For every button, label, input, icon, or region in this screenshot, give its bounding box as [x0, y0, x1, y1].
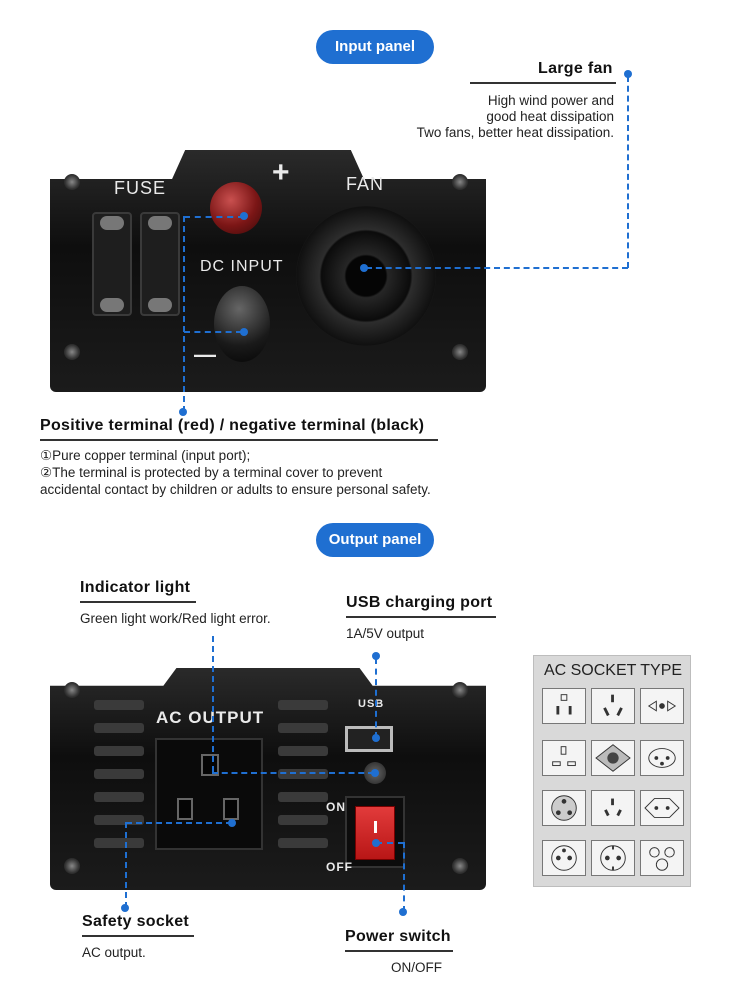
- ac-socket: [155, 738, 263, 850]
- screw-icon: [64, 174, 80, 190]
- socket-type-in-icon: [542, 790, 586, 826]
- indicator-desc: Green light work/Red light error.: [80, 611, 271, 626]
- fuse-holder: [92, 212, 132, 316]
- connector-dot: [372, 734, 380, 742]
- power-connector-v: [403, 842, 405, 912]
- plus-label: +: [272, 156, 291, 189]
- screw-icon: [452, 174, 468, 190]
- usb-label: USB: [358, 698, 385, 710]
- screw-icon: [64, 682, 80, 698]
- safety-underline: [82, 935, 194, 937]
- fuse-holder: [140, 212, 180, 316]
- connector-dot: [121, 904, 129, 912]
- large-fan-line-2: good heat dissipation: [486, 109, 614, 124]
- socket-type-us-icon: [542, 688, 586, 724]
- socket-type-eu-icon: [542, 840, 586, 876]
- large-fan-line-1: High wind power and: [487, 93, 614, 108]
- connector-dot: [228, 819, 236, 827]
- screw-icon: [452, 858, 468, 874]
- large-fan-underline: [470, 82, 616, 84]
- socket-type-cn-icon: [591, 790, 635, 826]
- large-fan-heading: Large fan: [538, 60, 613, 77]
- terminals-line-1: ①Pure copper terminal (input port);: [40, 448, 251, 463]
- indicator-connector-h: [212, 772, 374, 774]
- socket-type-za-icon: [640, 840, 684, 876]
- terminals-heading: Positive terminal (red) / negative termi…: [40, 417, 425, 434]
- socket-type-multi-icon: [591, 740, 635, 776]
- indicator-heading: Indicator light: [80, 579, 191, 596]
- connector-dot: [372, 652, 380, 660]
- socket-type-br-icon: [640, 740, 684, 776]
- positive-terminal: [210, 182, 262, 234]
- off-label: OFF: [326, 860, 353, 874]
- connector-dot: [179, 408, 187, 416]
- input-panel-pill: Input panel: [316, 30, 434, 64]
- terminal-connector-v: [183, 216, 185, 412]
- usb-heading: USB charging port: [346, 594, 493, 611]
- fan-icon: [296, 206, 436, 346]
- safety-heading: Safety socket: [82, 913, 190, 930]
- indicator-underline: [80, 601, 196, 603]
- power-underline: [345, 950, 453, 952]
- terminals-line-3: accidental contact by children or adults…: [40, 482, 431, 497]
- left-vents: [94, 700, 144, 861]
- safety-desc: AC output.: [82, 945, 146, 960]
- minus-label: —: [194, 342, 217, 367]
- socket-type-uk-icon: [542, 740, 586, 776]
- fan-label: FAN: [346, 174, 385, 194]
- safety-connector-v: [125, 822, 127, 908]
- screw-icon: [64, 858, 80, 874]
- indicator-connector-v: [212, 636, 214, 772]
- ac-socket-type-box: AC SOCKET TYPE: [533, 655, 691, 887]
- usb-underline: [346, 616, 496, 618]
- socket-type-schuko-icon: [591, 840, 635, 876]
- connector-dot: [399, 908, 407, 916]
- safety-connector-h: [126, 822, 232, 824]
- fuse-label: FUSE: [114, 178, 167, 198]
- terminals-underline: [40, 439, 438, 441]
- power-switch: [355, 806, 395, 860]
- dc-input-label: DC INPUT: [200, 258, 284, 275]
- terminal-connector-h: [184, 216, 244, 218]
- socket-type-ch-icon: [640, 790, 684, 826]
- screw-icon: [64, 344, 80, 360]
- negative-terminal: [214, 286, 270, 362]
- socket-type-au-icon: [591, 688, 635, 724]
- output-panel-pill: Output panel: [316, 523, 434, 557]
- ac-output-label: AC OUTPUT: [156, 708, 265, 727]
- middle-vents: [278, 700, 328, 861]
- connector-dot: [240, 212, 248, 220]
- connector-dot: [371, 769, 379, 777]
- power-desc: ON/OFF: [391, 960, 442, 975]
- connector-dot: [624, 70, 632, 78]
- power-connector-h: [376, 842, 404, 844]
- large-fan-line-3: Two fans, better heat dissipation.: [416, 125, 614, 140]
- usb-connector-v: [375, 658, 377, 738]
- usb-desc: 1A/5V output: [346, 626, 425, 641]
- socket-type-universal-icon: [640, 688, 684, 724]
- terminal-connector-h2: [184, 331, 242, 333]
- connector-dot: [240, 328, 248, 336]
- ac-socket-type-title: AC SOCKET TYPE: [543, 662, 683, 679]
- fan-connector-v: [627, 76, 629, 268]
- screw-icon: [452, 344, 468, 360]
- fan-connector-h: [366, 267, 628, 269]
- connector-dot: [372, 839, 380, 847]
- connector-dot: [360, 264, 368, 272]
- usb-port: [345, 726, 393, 752]
- power-heading: Power switch: [345, 928, 451, 945]
- screw-icon: [452, 682, 468, 698]
- terminals-line-2: ②The terminal is protected by a terminal…: [40, 465, 383, 480]
- on-label: ON: [326, 800, 346, 814]
